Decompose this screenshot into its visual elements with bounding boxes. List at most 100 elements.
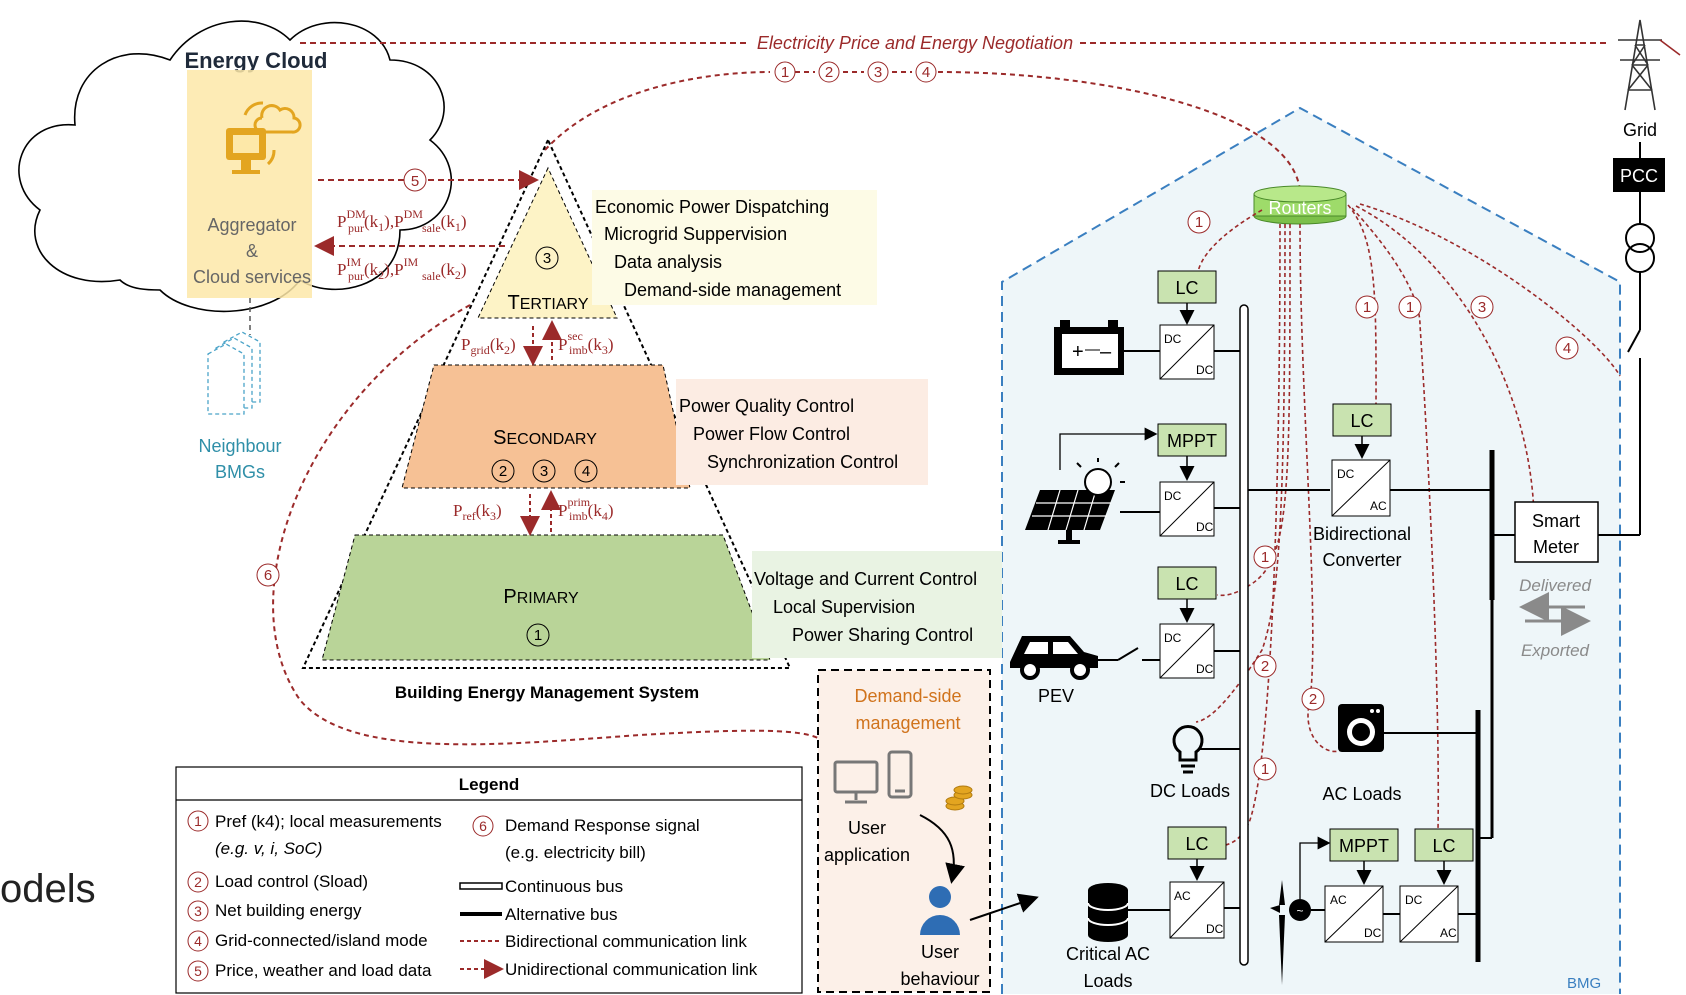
svg-text:2: 2 <box>499 463 507 480</box>
coins-icon <box>945 785 973 811</box>
converter-bidirectional: DC AC <box>1331 459 1391 517</box>
demand-response-link <box>272 304 819 746</box>
svg-text:LC: LC <box>1175 278 1198 298</box>
lightbulb-icon <box>1172 725 1204 774</box>
svg-text:Demand-side management: Demand-side management <box>624 280 841 300</box>
svg-text:3: 3 <box>194 903 202 919</box>
svg-text:AC: AC <box>1330 893 1347 907</box>
svg-text:DC: DC <box>1164 631 1182 645</box>
svg-text:1: 1 <box>1195 214 1203 231</box>
svg-text:Pref (k4); local measurements: Pref (k4); local measurements <box>215 812 442 831</box>
negotiation-numbers: 1 2 3 4 <box>774 61 937 83</box>
converter-critical: AC DC <box>1169 881 1225 939</box>
lc-box-battery <box>1157 270 1217 304</box>
svg-text:Continuous bus: Continuous bus <box>505 877 623 896</box>
aggregator-label-2: & <box>246 241 258 261</box>
tertiary-level <box>477 166 618 319</box>
svg-text:4: 4 <box>1563 340 1571 357</box>
bmg-label: BMG <box>1567 975 1601 992</box>
svg-text:DC: DC <box>1364 926 1382 940</box>
svg-text:LC: LC <box>1185 834 1208 854</box>
svg-text:MPPT: MPPT <box>1167 431 1217 451</box>
pev-icon <box>1010 636 1098 680</box>
svg-text:3: 3 <box>540 463 548 480</box>
svg-text:Data analysis: Data analysis <box>614 252 722 272</box>
router-link-numbers: 1 1 1 3 4 1 2 2 1 <box>1187 210 1579 781</box>
svg-text:4: 4 <box>922 64 930 81</box>
svg-text:LC: LC <box>1350 411 1373 431</box>
svg-text:1: 1 <box>1261 761 1269 778</box>
num-5-link: 5 <box>411 173 419 190</box>
bidirectional-label-2: Converter <box>1322 550 1401 570</box>
pyramid-caption: Building Energy Management System <box>395 683 699 702</box>
svg-text:LC: LC <box>1432 836 1455 856</box>
aggregator-computer-icon <box>226 101 302 174</box>
exported-label: Exported <box>1521 641 1590 660</box>
dc-loads-label: DC Loads <box>1150 781 1230 801</box>
svg-text:Microgrid Suppervision: Microgrid Suppervision <box>604 224 787 244</box>
negotiation-label: Electricity Price and Energy Negotiation <box>757 33 1073 53</box>
svg-text:+: + <box>1072 341 1084 363</box>
svg-text:LC: LC <box>1175 574 1198 594</box>
pgrid-label: Pgrid(k2) <box>461 335 516 357</box>
user-app-2: application <box>824 845 910 865</box>
svg-text:2: 2 <box>1309 691 1317 708</box>
svg-text:DC: DC <box>1405 893 1423 907</box>
svg-text:2: 2 <box>194 874 202 890</box>
legend-title: Legend <box>459 775 519 794</box>
pev-label: PEV <box>1038 686 1074 706</box>
critical-label-1: Critical AC <box>1066 944 1150 964</box>
svg-text:DC: DC <box>1206 922 1224 936</box>
svg-text:4: 4 <box>582 463 590 480</box>
tertiary-tasks-bg <box>592 190 877 305</box>
svg-text:2: 2 <box>1261 658 1269 675</box>
svg-text:Local Supervision: Local Supervision <box>773 597 915 617</box>
pyramid-numbers: 3 2 3 4 1 <box>491 246 598 647</box>
svg-text:AC: AC <box>1440 926 1457 940</box>
grid-label: Grid <box>1623 120 1657 140</box>
transformer-icon <box>1625 223 1655 273</box>
bmg-boundary <box>1001 106 1621 994</box>
svg-text:AC: AC <box>1370 499 1387 513</box>
secondary-tasks: Power Quality Control Power Flow Control… <box>679 396 898 472</box>
converter-wind: AC DC <box>1324 885 1384 943</box>
svg-text:DC: DC <box>1164 332 1182 346</box>
tertiary-label: TERTIARY <box>508 292 589 314</box>
tertiary-tasks: Economic Power Dispatching Microgrid Sup… <box>595 197 841 300</box>
routers-label: Routers <box>1268 198 1331 218</box>
svg-text:Bidirectional communication li: Bidirectional communication link <box>505 932 747 951</box>
svg-text:DC: DC <box>1196 363 1214 377</box>
secondary-tasks-bg <box>676 379 928 485</box>
mppt-box-wind <box>1329 828 1399 862</box>
svg-text:Alternative bus: Alternative bus <box>505 905 617 924</box>
neighbour-label-2: BMGs <box>215 462 265 482</box>
num-6-link: 6 <box>264 567 272 584</box>
svg-text:4: 4 <box>194 933 202 949</box>
lc-box-critical <box>1167 826 1227 860</box>
svg-text:3: 3 <box>543 250 551 267</box>
svg-text:AC: AC <box>1174 889 1191 903</box>
svg-text:Voltage and Current Control: Voltage and Current Control <box>754 569 977 589</box>
svg-text:3: 3 <box>1478 299 1486 316</box>
svg-text:1: 1 <box>1406 299 1414 316</box>
svg-text:~: ~ <box>1296 904 1303 918</box>
svg-text:5: 5 <box>194 963 202 979</box>
washing-machine-icon <box>1338 704 1384 752</box>
battery-icon: +– <box>1054 320 1124 375</box>
solar-panel-icon <box>1025 458 1125 544</box>
pyramid <box>301 137 792 669</box>
svg-text:Net building energy: Net building energy <box>215 901 362 920</box>
primary-label: PRIMARY <box>503 586 579 608</box>
svg-text:Load control (Sload): Load control (Sload) <box>215 872 368 891</box>
smart-meter-label-1: Smart <box>1532 511 1580 531</box>
mppt-box-solar <box>1157 423 1227 457</box>
secondary-label: SECONDARY <box>493 427 597 449</box>
phone-icon <box>887 750 913 799</box>
svg-text:DC: DC <box>1337 467 1355 481</box>
svg-text:MPPT: MPPT <box>1339 836 1389 856</box>
